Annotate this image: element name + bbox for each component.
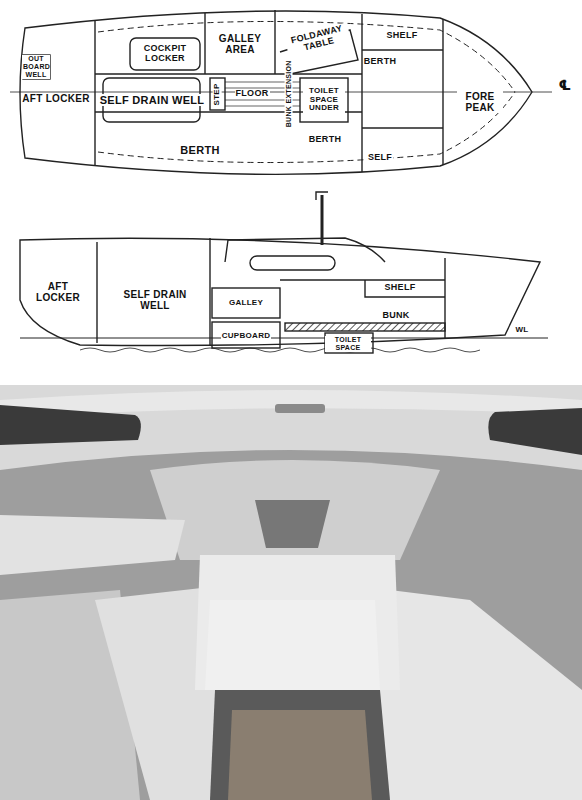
part-label: SELF DRAIN WELL — [99, 94, 206, 106]
plan-view — [10, 10, 552, 174]
part-label: BERTH — [179, 144, 220, 156]
interior-photo — [0, 385, 582, 800]
part-label: STEP — [213, 82, 222, 106]
part-label: AFT LOCKER — [31, 281, 85, 303]
part-label: ℄ — [558, 78, 573, 93]
part-label: FOLDAWAY TABLE — [285, 23, 352, 58]
part-label: SHELF — [383, 283, 416, 293]
part-label: SHELF — [385, 31, 418, 41]
part-label: COCKPIT LOCKER — [138, 44, 192, 64]
part-label: AFT LOCKER — [21, 93, 90, 104]
part-label: BUNK — [381, 311, 410, 321]
part-label: BUNK EXTENSION — [284, 60, 292, 129]
part-label: TOILET SPACE UNDER — [303, 87, 345, 113]
part-label: BERTH — [308, 135, 343, 145]
part-label: FORE PEAK — [457, 91, 503, 113]
part-label: WL — [514, 326, 529, 335]
part-label: SELF — [367, 153, 393, 163]
part-label: GALLEY — [228, 299, 264, 308]
part-label: FLOOR — [235, 89, 270, 99]
part-label: SELF DRAIN WELL — [113, 289, 197, 311]
part-label: CUPBOARD — [221, 332, 272, 341]
part-label: BERTH — [363, 57, 398, 67]
profile-view — [20, 192, 548, 353]
part-label: GALLEY AREA — [213, 33, 267, 55]
part-label: OUT BOARD WELL — [22, 55, 50, 78]
part-label: TOILET SPACE — [325, 336, 371, 351]
